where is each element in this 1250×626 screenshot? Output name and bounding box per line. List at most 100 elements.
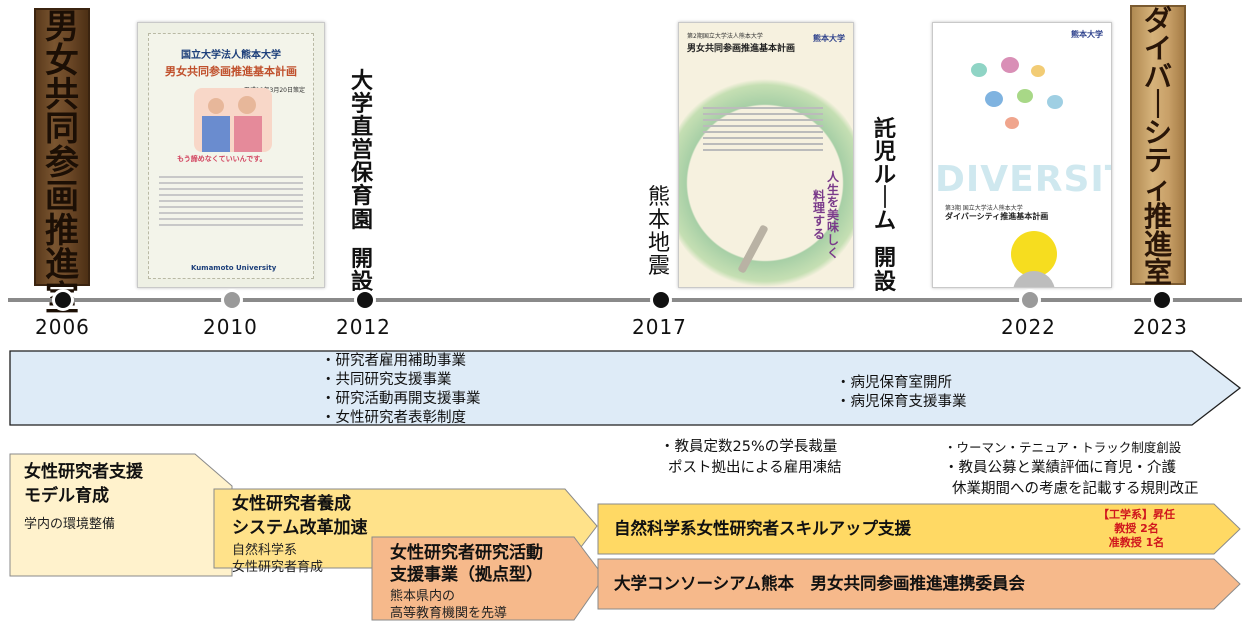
block-4-shape [597,503,1241,555]
plan-text-block [159,172,303,230]
block-title: 支援事業（拠点型） [390,565,543,585]
event-char: 本 [648,208,671,234]
signboard-danjo: 男 女 共 同 参 画 推 進 室 [34,7,90,316]
plan-line1: 第3期 国立大学法人熊本大学 [945,205,1023,212]
block-3: 女性研究者研究活動 支援事業（拠点型） 熊本県内の 高等教育機関を先導 [390,542,543,622]
slogan-char: 人 [827,170,840,184]
signboard-char: ィ [1143,172,1172,205]
block-title: システム改革加速 [232,518,368,538]
event-char: 地 [648,231,671,257]
plan-date: 平成19年3月20日策定 [243,87,305,94]
program-item: ・病児保育支援事業 [836,394,967,410]
event-char: 保 [351,161,374,187]
signboard-char: 画 [45,177,79,217]
plan-watermark: DIVERSITY [935,159,1111,200]
year-label: 2017 [632,315,687,339]
event-char: 設 [874,269,897,295]
plan-org: 国立大学法人熊本大学 [181,50,281,61]
event-2012-label: 大 学 直 営 保 育 園 開 設 [351,70,373,294]
plan-slogan: 料理する 人生を美味しく [813,171,839,259]
note-2017: ・教員定数25%の学長裁量 ポスト拠出による雇用凍結 [660,437,842,479]
block-sub: 女性研究者育成 [232,560,324,575]
signboard-char: シ [1143,116,1172,149]
slogan-char: し [827,232,840,247]
year-label: 2022 [1001,315,1056,339]
signboard-char: 同 [45,109,79,149]
event-char: ｜ [874,186,897,212]
slogan-char: 美 [827,207,840,222]
block-3-shape [371,536,605,621]
note-line: ・教員公募と業績評価に育児・介護 [944,460,1176,476]
slogan-char: く [827,245,840,260]
signboard-char: テ [1143,144,1172,177]
block-title: 女性研究者研究活動 [390,543,543,563]
support-arrow [9,350,1242,426]
signboard-char: 進 [1143,228,1172,261]
block-5-title: 大学コンソーシアム熊本 男女共同参画推進連携委員会 [614,574,1026,593]
gray-semicircle [1013,271,1055,287]
plan-banner: もう諦めなくていいんです。 [177,155,267,163]
yellow-circle [1011,231,1057,277]
note-line: ・教員定数25%の学長裁量 [660,439,838,455]
result-line: 【工学系】昇任 [1098,508,1175,521]
event-char: 震 [648,254,671,280]
slogan-col-1: 人生を美味しく [827,171,839,259]
result-line: 准教授 1名 [1108,536,1165,549]
slogan-char: 料 [813,188,826,203]
plan-logo: Kumamoto University [191,264,277,272]
event-char: 大 [351,69,374,94]
timeline-dot-2012 [354,289,376,311]
event-char: 学 [351,92,374,118]
year-label: 2006 [35,315,90,339]
plan-cover-2017: 第2期国立大学法人熊本大学 男女共同参画推進基本計画 熊本大学 料理する 人生を… [678,22,854,288]
block-1: 女性研究者支援 モデル育成 学内の環境整備 [24,460,143,533]
event-char: 開 [351,246,374,272]
signboard-char: 室 [1143,256,1172,289]
event-char: 園 [351,207,374,233]
timeline-dot-2017 [650,289,672,311]
program-item: ・研究者雇用補助事業 [321,353,466,369]
plan-title: 男女共同参画推進基本計画 [165,65,297,78]
plan-body-text [703,103,823,155]
block-sub: 学内の環境整備 [24,517,116,532]
signboard-char: 女 [45,41,79,81]
year-label: 2010 [203,315,258,339]
note-line: ・ウーマン・テニュア・トラック制度創設 [944,440,1182,455]
block-title: 女性研究者支援 [24,462,143,482]
plan-cover-2022: 熊本大学 DIVERSITY 第3期 国立大学法人熊本大学 ダイバーシティ推進基… [932,22,1112,288]
timeline-dot-2023 [1151,289,1173,311]
slogan-col-2: 料理する [813,190,825,240]
signboard-char: 進 [45,245,79,285]
signboard-char: バ [1143,60,1172,93]
event-char: 開 [874,246,897,272]
block-sub: 高等教育機関を先導 [390,606,508,621]
signboard-char: ｜ [1143,88,1172,121]
event-char: 育 [351,184,374,210]
signboard-char: 男 [45,7,79,47]
event-char: 熊 [648,185,671,210]
note-line: ポスト拠出による雇用凍結 [668,460,842,476]
slogan-char: 生 [827,182,840,197]
event-char: 設 [351,269,374,295]
plan-line2: ダイバーシティ推進基本計画 [945,212,1049,221]
plan-top-line: 第2期国立大学法人熊本大学 [687,33,763,40]
result-line: 教授 2名 [1114,522,1159,535]
signboard-char: 参 [45,143,79,183]
heart-decor [961,53,1081,143]
signboard-char: 推 [1143,200,1172,233]
event-char: ム [874,209,897,235]
block-sub: 自然科学系 [232,543,298,558]
event-char: ル [874,163,897,189]
year-label: 2012 [336,315,391,339]
timeline-dot-2022 [1019,289,1041,311]
programs-2018-list: ・病児保育室開所 ・病児保育支援事業 [836,374,967,412]
block-title: モデル育成 [24,486,109,506]
note-line: 休業期間への考慮を記載する規則改正 [952,481,1199,497]
program-item: ・共同研究支援事業 [321,372,452,388]
programs-2012-list: ・研究者雇用補助事業 ・共同研究支援事業 ・研究活動再開支援事業 ・女性研究者表… [321,352,481,428]
block-2: 女性研究者養成 システム改革加速 自然科学系 女性研究者育成 [232,492,368,576]
timeline-dot-2006 [52,289,74,311]
block-4-result: 【工学系】昇任 教授 2名 准教授 1名 [1098,508,1175,550]
timeline-dot-2010 [221,289,243,311]
block-4-title: 自然科学系女性研究者スキルアップ支援 [614,519,911,538]
